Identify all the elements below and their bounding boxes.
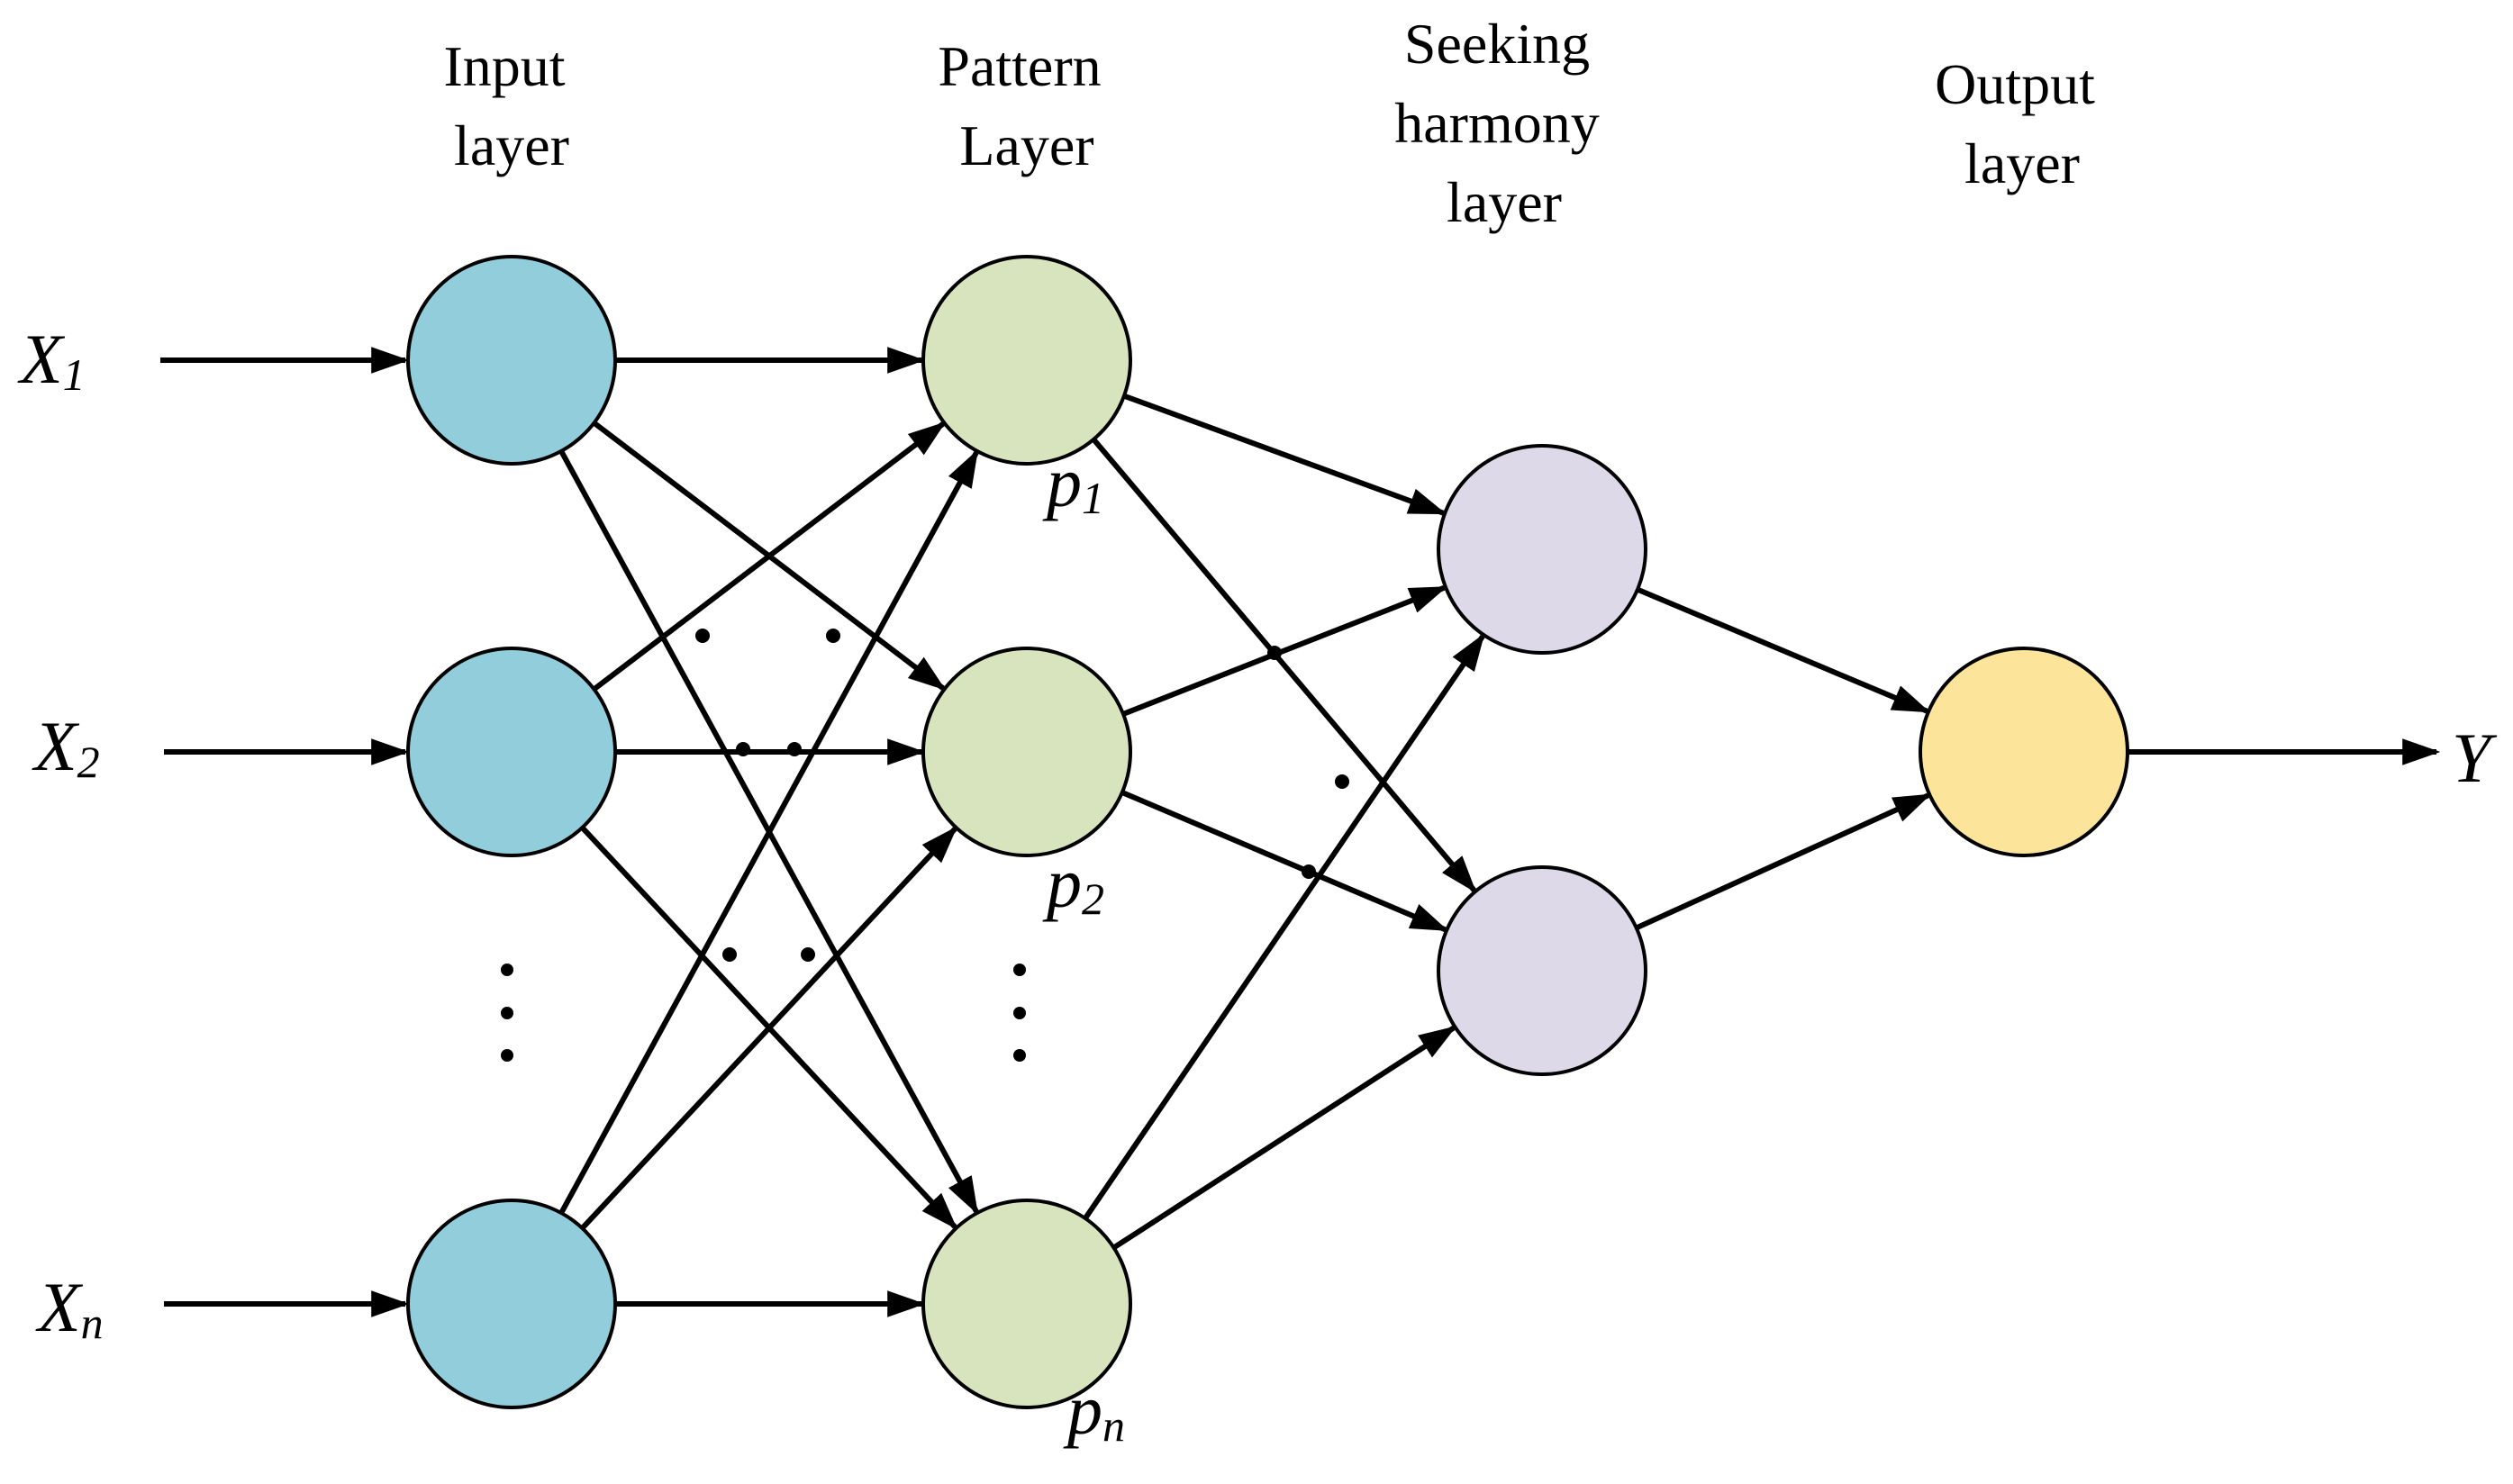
ellipsis-dot bbox=[1013, 964, 1026, 976]
input-layer-title: Input layer bbox=[443, 34, 579, 177]
input-label-x2-main: X bbox=[32, 707, 80, 785]
pattern-layer-title: Pattern Layer bbox=[938, 34, 1115, 177]
edge-harmony-2-output bbox=[1635, 792, 1932, 931]
output-node bbox=[1919, 647, 2129, 857]
harmony-layer-title-line3: layer bbox=[1447, 170, 1562, 234]
pattern-ellipsis bbox=[1013, 964, 1026, 1062]
nodes bbox=[406, 255, 2129, 1409]
output-label-y: Y bbox=[2452, 719, 2498, 797]
output-layer-title-line1: Output bbox=[1935, 52, 2095, 116]
junction-dots bbox=[695, 629, 1349, 962]
input-layer-title-line2: layer bbox=[454, 113, 569, 177]
harmony-layer-title-line1: Seeking bbox=[1404, 12, 1590, 76]
pattern-layer-title-line2: Layer bbox=[959, 113, 1093, 177]
pattern-node-n bbox=[921, 1199, 1132, 1409]
pattern-label-p2-main: p bbox=[1042, 844, 1082, 922]
edge-input-2-pattern-1 bbox=[592, 421, 947, 692]
input-label-x2-sub: 2 bbox=[77, 737, 100, 787]
pattern-layer-title-line1: Pattern bbox=[938, 34, 1101, 98]
input-label-x2: X2 bbox=[32, 707, 100, 787]
input-label-x1-main: X bbox=[17, 320, 66, 398]
junction-dot bbox=[787, 742, 802, 756]
ellipsis-markers bbox=[501, 964, 1026, 1062]
junction-dot bbox=[722, 947, 737, 962]
junction-dot bbox=[695, 629, 710, 643]
harmony-node-2 bbox=[1437, 865, 1647, 1076]
edge-pattern-2-harmony-2 bbox=[1120, 790, 1449, 933]
junction-dot bbox=[801, 947, 815, 962]
junction-dot bbox=[1335, 774, 1349, 789]
edge-pattern-2-harmony-1 bbox=[1121, 585, 1448, 717]
output-layer-title: Output layer bbox=[1935, 52, 2109, 195]
pattern-label-pn-sub: n bbox=[1102, 1400, 1125, 1451]
edge-pattern-3-harmony-2 bbox=[1111, 1026, 1457, 1251]
ellipsis-dot bbox=[1013, 1049, 1026, 1062]
input-label-x1: X1 bbox=[17, 320, 86, 400]
input-label-xn-main: X bbox=[35, 1268, 84, 1346]
edge-pattern-1-harmony-1 bbox=[1122, 393, 1447, 516]
input-label-xn: Xn bbox=[35, 1268, 104, 1348]
input-label-x1-sub: 1 bbox=[63, 349, 86, 400]
pattern-label-p2-sub: 2 bbox=[1082, 873, 1104, 924]
input-ellipsis bbox=[501, 964, 513, 1062]
ellipsis-dot bbox=[1013, 1007, 1026, 1019]
input-node-1 bbox=[406, 255, 617, 466]
harmony-layer-title: Seeking harmony layer bbox=[1394, 12, 1614, 234]
junction-dot bbox=[826, 629, 840, 643]
edge-pattern-1-harmony-2 bbox=[1091, 437, 1477, 893]
input-node-2 bbox=[406, 647, 617, 857]
ellipsis-dot bbox=[501, 1007, 513, 1019]
pattern-node-2 bbox=[921, 647, 1132, 857]
edge-harmony-1-output bbox=[1636, 586, 1931, 714]
harmony-layer-title-line2: harmony bbox=[1394, 91, 1600, 155]
connections bbox=[160, 347, 2441, 1317]
edge-input-3-pattern-1 bbox=[558, 449, 979, 1215]
input-node-n bbox=[406, 1199, 617, 1409]
pattern-label-p2: p2 bbox=[1042, 844, 1104, 924]
ellipsis-dot bbox=[501, 1049, 513, 1062]
ellipsis-dot bbox=[501, 964, 513, 976]
input-label-xn-sub: n bbox=[81, 1298, 104, 1348]
output-layer-title-line2: layer bbox=[1964, 131, 2080, 195]
pattern-node-1 bbox=[921, 255, 1132, 466]
pattern-label-p1-sub: 1 bbox=[1082, 473, 1104, 523]
junction-dot bbox=[1302, 864, 1316, 879]
edge-input-3-pattern-2 bbox=[580, 826, 958, 1230]
input-layer-title-line1: Input bbox=[443, 34, 565, 98]
junction-dot bbox=[736, 742, 750, 756]
edge-pattern-3-harmony-1 bbox=[1083, 633, 1485, 1220]
junction-dot bbox=[1267, 646, 1282, 660]
harmony-node-1 bbox=[1437, 444, 1647, 655]
